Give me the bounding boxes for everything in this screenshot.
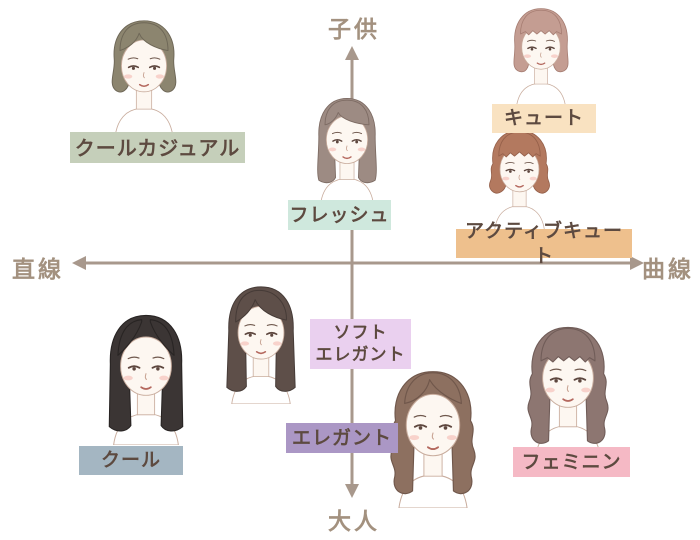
left-arrowhead-icon bbox=[72, 256, 86, 270]
woman-illustration bbox=[108, 314, 184, 445]
woman-illustration bbox=[111, 20, 177, 136]
label-active-cute: アクティブキュート bbox=[456, 220, 632, 267]
label-cool: クール bbox=[79, 446, 183, 475]
woman-illustration bbox=[513, 8, 569, 107]
down-arrowhead-icon bbox=[345, 484, 359, 498]
label-cool-casual: クールカジュアル bbox=[70, 132, 245, 163]
axis-label-curvy: 曲線 bbox=[642, 257, 694, 283]
woman-illustration bbox=[489, 129, 550, 230]
portrait-cool bbox=[92, 310, 200, 445]
axis-label-child: 子供 bbox=[328, 17, 380, 43]
portrait-soft-elegant bbox=[212, 282, 310, 404]
woman-illustration bbox=[226, 286, 296, 404]
woman-illustration bbox=[527, 326, 609, 457]
axis-label-adult: 大人 bbox=[328, 509, 380, 535]
portrait-cool-casual bbox=[96, 16, 192, 136]
portrait-fresh bbox=[303, 94, 391, 204]
label-fresh: フレッシュ bbox=[288, 200, 391, 230]
label-cute: キュート bbox=[492, 104, 596, 133]
label-feminine: フェミニン bbox=[513, 447, 630, 477]
up-arrowhead-icon bbox=[345, 46, 359, 60]
label-elegant: エレガント bbox=[286, 423, 398, 453]
label-soft-elegant: ソフト エレガント bbox=[310, 319, 411, 369]
portrait-elegant bbox=[376, 366, 490, 508]
portrait-active-cute bbox=[478, 126, 561, 230]
portrait-cute bbox=[500, 4, 582, 107]
woman-illustration bbox=[317, 97, 377, 204]
portrait-feminine bbox=[514, 322, 622, 457]
right-arrowhead-icon bbox=[630, 256, 644, 270]
axis-label-straight: 直線 bbox=[12, 257, 64, 283]
woman-illustration bbox=[390, 371, 476, 508]
